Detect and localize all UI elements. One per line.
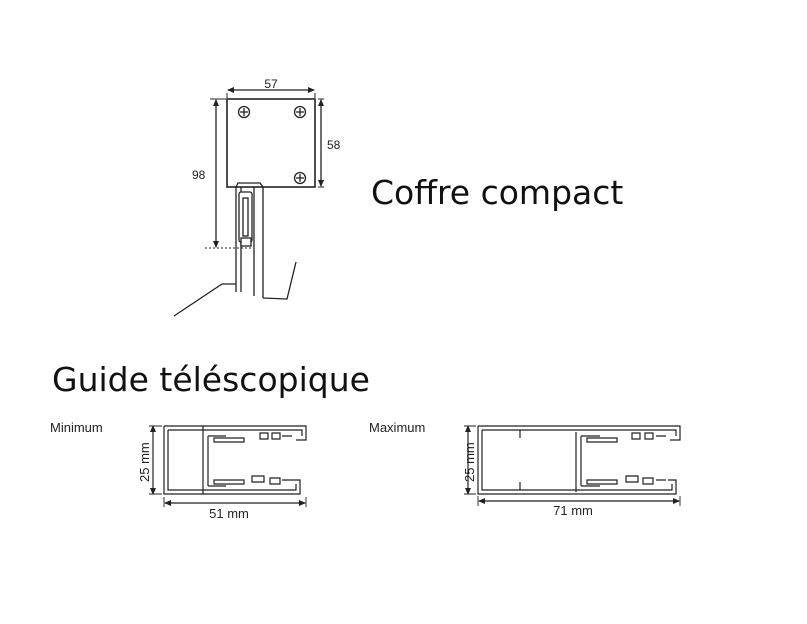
minimum-height-label: 25 mm [137, 442, 152, 482]
coffre-rail [235, 182, 264, 298]
screw-icon [237, 105, 251, 119]
screw-icon [293, 171, 307, 185]
guide-title: Guide téléscopique [52, 360, 370, 399]
minimum-width-label: 51 mm [209, 506, 249, 521]
screw-icon [293, 105, 307, 119]
maximum-height-label: 25 mm [462, 442, 477, 482]
coffre-title: Coffre compact [371, 173, 623, 212]
maximum-label: Maximum [369, 420, 425, 435]
coffre-compact-drawing [173, 87, 324, 317]
coffre-width-label: 57 [264, 77, 278, 91]
guide-minimum-profile [149, 425, 307, 507]
coffre-total-height-label: 98 [192, 168, 206, 182]
maximum-width-label: 71 mm [553, 503, 593, 518]
wall-outline [173, 261, 297, 317]
coffre-height-label: 58 [327, 138, 341, 152]
minimum-label: Minimum [50, 420, 103, 435]
guide-maximum-profile [464, 425, 681, 506]
